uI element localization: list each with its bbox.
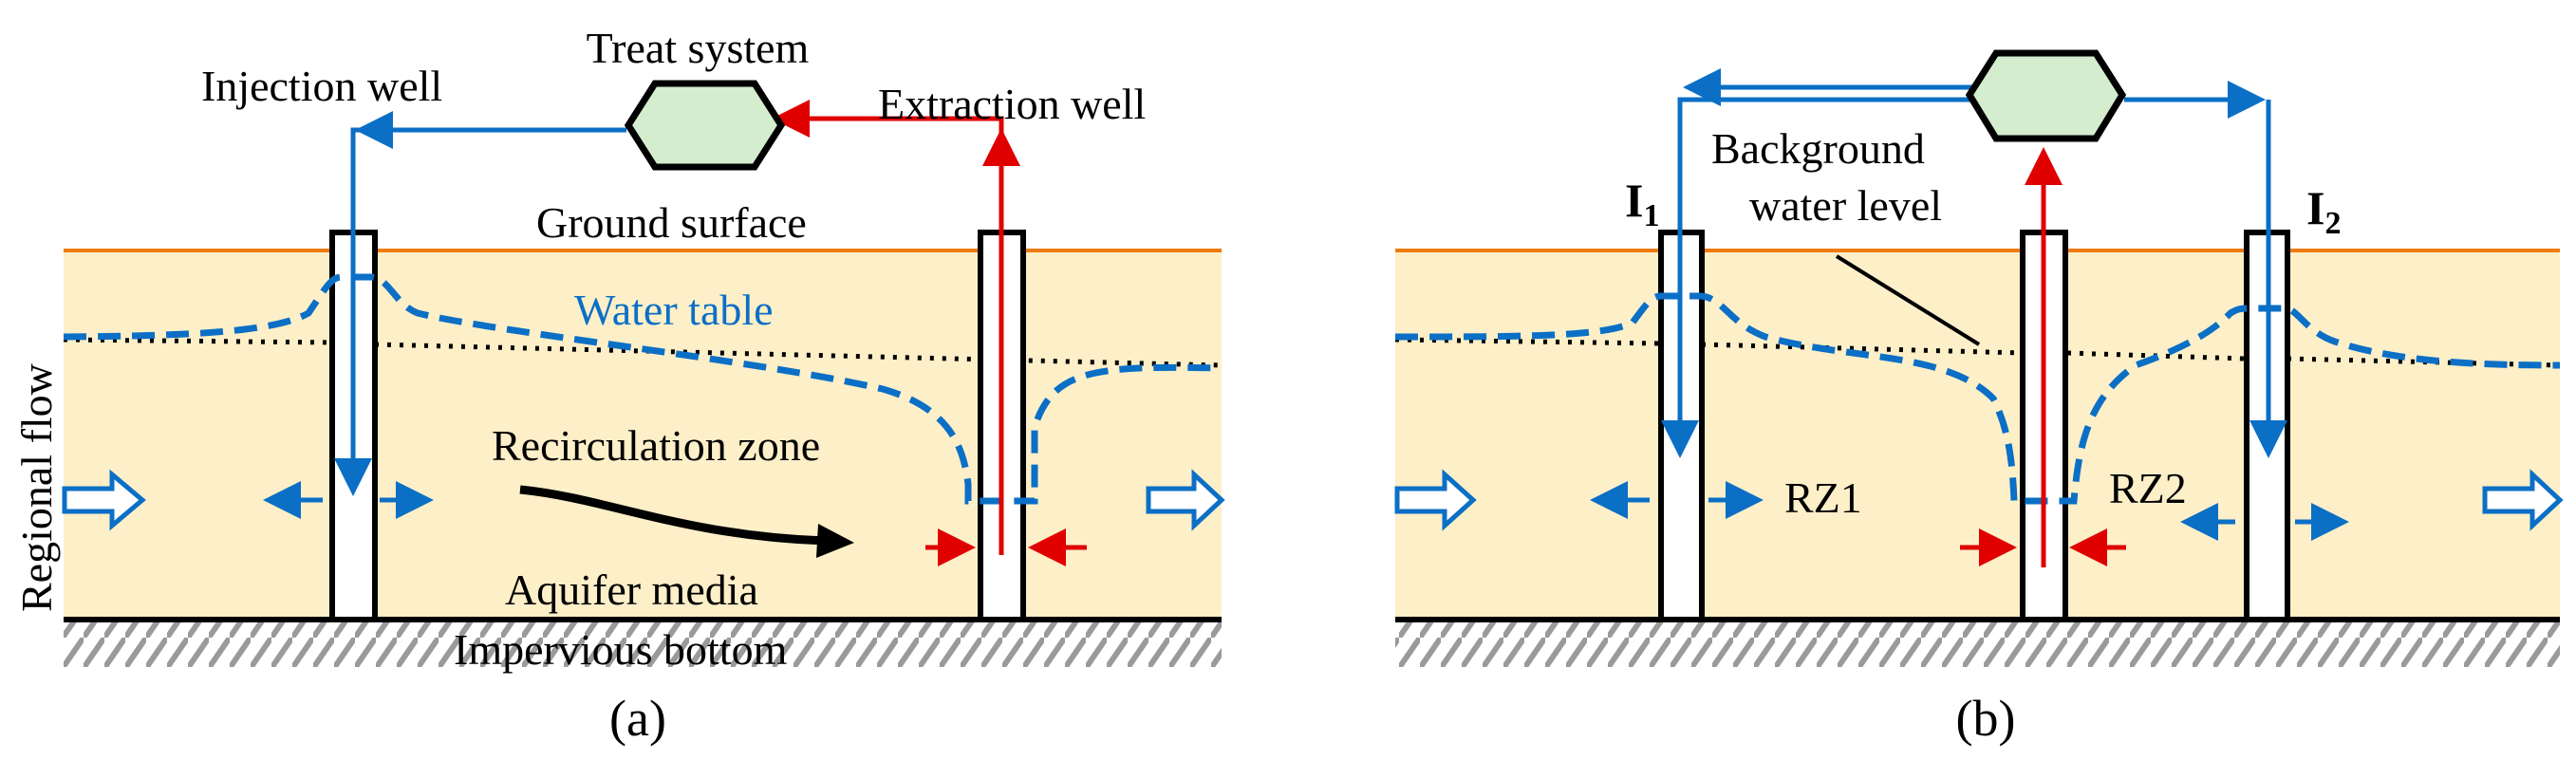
regional-flow-arrow-right (1146, 469, 1225, 531)
regional-flow-arrow-left (1394, 469, 1477, 531)
well-i2-letter: I (2306, 181, 2324, 234)
impervious-hatch (64, 621, 1222, 667)
water-table-curve (1394, 292, 2561, 505)
injection-well-label: Injection well (201, 62, 442, 110)
panel-b-caption: (b) (1956, 690, 2016, 747)
panel-a-caption: (a) (609, 690, 666, 747)
extraction-well-label: Extraction well (878, 80, 1146, 128)
water-table-curve (63, 273, 1223, 505)
water-table-label: Water table (574, 286, 774, 334)
background-label-line2: water level (1749, 181, 1942, 230)
impervious-hatch (1395, 621, 2560, 667)
well-i1-label: I1 (1625, 174, 1659, 233)
recirculation-arrow (519, 485, 827, 546)
well-i2-subscript: 2 (2324, 206, 2341, 241)
treat-system-hexagon (1965, 49, 2127, 142)
well-i1-letter: I (1625, 174, 1643, 227)
rz1-label: RZ1 (1784, 473, 1862, 522)
panel-a: Treat system Injection well Extraction w… (12, 24, 1225, 747)
background-water-level (63, 337, 1223, 368)
recirculation-arrowhead (816, 524, 854, 558)
recirculation-zone-label: Recirculation zone (492, 421, 820, 470)
aquifer-media-label: Aquifer media (505, 565, 758, 614)
impervious-bottom-label: Impervious bottom (454, 625, 788, 674)
regional-flow-arrow-left (62, 469, 146, 531)
well-i1-subscript: 1 (1643, 198, 1659, 233)
aquifer-region (1395, 249, 2560, 619)
well-i2-label: I2 (2306, 181, 2341, 241)
panel-b: I1 I2 Background water level RZ1 RZ2 (b) (1394, 49, 2564, 747)
background-label-line1: Background (1711, 124, 1925, 173)
ground-surface-label: Ground surface (536, 198, 807, 247)
regional-flow-label: Regional flow (12, 362, 61, 612)
rz2-label: RZ2 (2109, 464, 2187, 512)
background-leader-line (1835, 254, 1981, 346)
regional-flow-arrow-right (2482, 469, 2564, 531)
treat-system-hexagon (624, 80, 786, 171)
treat-system-label: Treat system (587, 24, 810, 72)
